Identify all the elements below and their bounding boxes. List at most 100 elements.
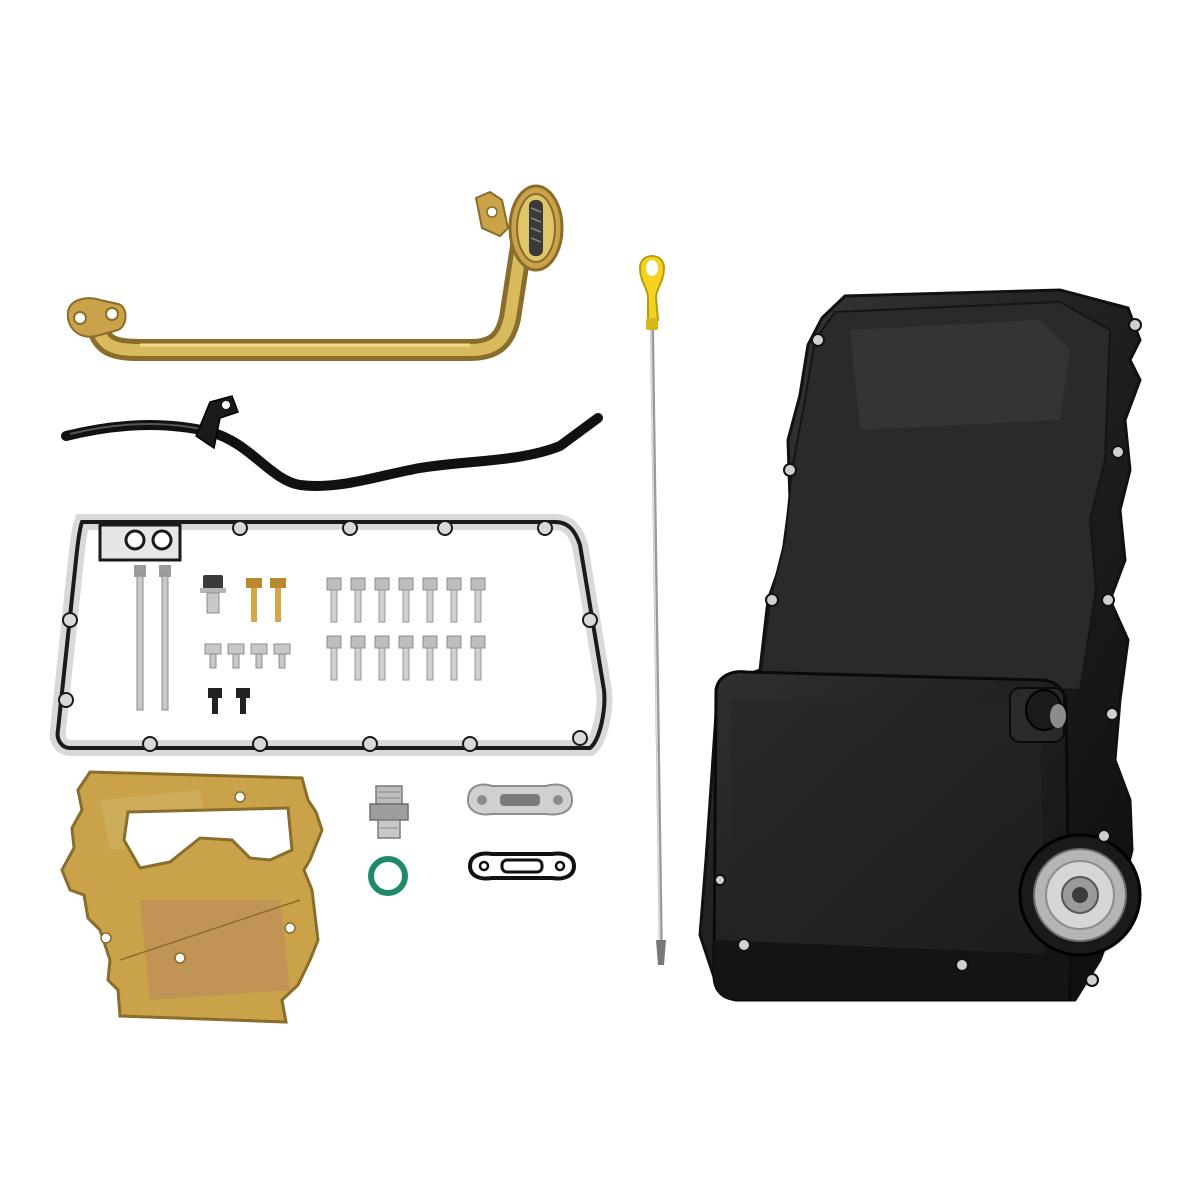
gasket-tab [462,736,478,752]
small-bolt-head [250,643,268,655]
drain-plug-washer [200,588,226,593]
pan-hole [714,874,726,886]
black-bolt-head [208,688,222,698]
flange-bolt-shank [450,647,458,681]
flange-bolt-head [470,635,486,649]
flange-bolt-shank [354,647,362,681]
bracket-hole [486,206,498,218]
pan-hole [1111,445,1125,459]
small-bolt-head [227,643,245,655]
tray-hole [284,922,296,934]
small-bolts [204,643,291,669]
adapter-plate-slot [500,794,540,806]
small-bolt-shank [255,653,263,669]
gasket-tab [537,520,553,536]
gasket-bead [55,520,607,750]
flange-bolt-head [350,577,366,591]
flange-bolt-head [470,577,486,591]
pan-hole [955,958,969,972]
windage-tray-cutout [122,806,294,870]
tray-hole [174,952,186,964]
black-bolt-head [236,688,250,698]
oil-pan-sump-bevel [714,940,1070,1000]
flange-bolt-shank [378,589,386,623]
long-bolt-head [159,565,171,577]
black-bolt-shank [212,698,218,714]
flange-bolt-head [374,635,390,649]
dipstick-seal [646,318,658,330]
gasket-tab [232,520,248,536]
adapter-plate-hole [553,795,563,805]
flange-bolt-head [446,635,462,649]
screen-mesh [530,207,542,213]
flange-bolt-shank [330,589,338,623]
black-bolt-shank [240,698,246,714]
small-bolt-head [273,643,291,655]
adapter-plate-hole [477,795,487,805]
flange-bolt-head [350,635,366,649]
pan-hole [1105,707,1119,721]
dipstick-tube-pipe [61,413,603,491]
dipstick-blade-shine [650,329,661,961]
tray-hole [234,791,246,803]
gasket-tab [342,520,358,536]
long-bolt-shank [136,575,144,711]
gasket-port [124,529,146,551]
flange-bolt-head [422,635,438,649]
flange-bolt-head [374,577,390,591]
pan-hole [783,463,797,477]
flange-bolt-shank [474,647,482,681]
adapter-gasket-outline [467,851,577,881]
o-ring-icon [368,856,408,896]
dipstick-tip-icon [656,940,666,965]
dipstick-bracket-hole [222,401,230,409]
adapter-gasket [467,851,577,881]
flange-bolt-hole [105,307,119,321]
pan-hole [737,938,751,952]
adapter-plate [466,783,574,816]
flange-bolt-shank [402,647,410,681]
tray-crease [119,899,301,961]
pan-hole [1128,318,1142,332]
small-bolt-shank [278,653,286,669]
flange-bolt-head [446,577,462,591]
pickup-tube-pipe-highlight [89,234,528,356]
gasket-bolt-tabs [58,520,598,752]
gasket-tab [252,736,268,752]
screen-mesh [530,217,542,223]
drain-plug-icon [200,575,226,614]
flange-bolt-shank [450,589,458,623]
oil-pan-bolt-holes [714,318,1142,987]
o-ring [368,856,408,896]
drain-plug-thread [206,592,220,614]
flange-bolt-head [422,577,438,591]
pan-hole [1101,593,1115,607]
gasket-tab [142,736,158,752]
flange-bolt-shank [378,647,386,681]
gasket-tab [437,520,453,536]
flange-bolt-shank [402,589,410,623]
pickup-screen-icon [508,184,564,272]
gold-bolt-head [270,578,286,588]
filter-mount-bore [1072,887,1088,903]
flange-bolts [326,577,486,681]
adapter-gasket-hole [478,860,490,872]
gold-bolt-shank [275,588,281,622]
gasket-tab [582,612,598,628]
gasket-tab [62,612,78,628]
small-bolt-shank [209,653,217,669]
screen-mesh [530,227,542,233]
gold-bolt-head [246,578,262,588]
dipstick-tube-bracket-icon [195,395,239,450]
flange-bolt-head [398,577,414,591]
pan-hole [765,593,779,607]
dipstick-blade [650,329,663,961]
small-bolt-shank [232,653,240,669]
fitting-hex [369,803,409,821]
screen-mesh [530,237,542,243]
long-bolts [134,565,171,711]
tray-hole [100,932,112,944]
adapter-gasket-slot [500,858,544,874]
flange-bolt-head [326,635,342,649]
